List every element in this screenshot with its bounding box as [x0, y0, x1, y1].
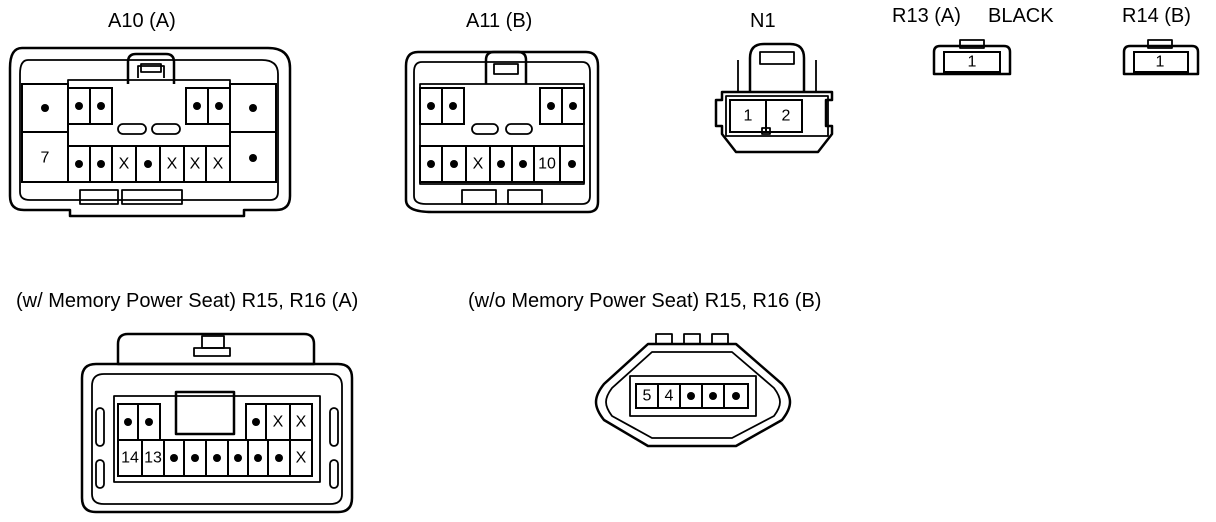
connector-a10: A10 (A) 7 X X X X	[8, 10, 292, 218]
connector-r15-r16-b: (w/o Memory Power Seat) R15, R16 (B) 5 4	[468, 290, 821, 448]
a10-pin-7: 7	[41, 150, 50, 167]
r15b-pin-4: 4	[665, 388, 674, 405]
r15a-pin-13: 13	[144, 450, 162, 467]
connector-n1-label: N1	[750, 10, 776, 32]
a11-unused-mark: X	[473, 156, 484, 173]
r15a-unused-mark: X	[296, 414, 307, 431]
connector-a11: A11 (B) X 10	[404, 10, 600, 214]
r13-pin-1: 1	[968, 54, 977, 71]
r14-pin-1: 1	[1156, 54, 1165, 71]
r15a-pin-14: 14	[121, 450, 139, 467]
connector-r14: R14 (B) 1	[1122, 5, 1200, 76]
connector-r14-label: R14 (B)	[1122, 5, 1191, 27]
connector-a11-label: A11 (B)	[466, 10, 532, 32]
a10-unused-mark: X	[167, 156, 178, 173]
connector-r15b-label: (w/o Memory Power Seat) R15, R16 (B)	[468, 290, 821, 312]
connector-a10-label: A10 (A)	[108, 10, 176, 32]
a10-unused-mark: X	[119, 156, 130, 173]
a10-unused-mark: X	[213, 156, 224, 173]
n1-pin-2: 2	[782, 108, 791, 125]
connector-r13-color-note: BLACK	[988, 5, 1054, 27]
connector-r15-r16-a: (w/ Memory Power Seat) R15, R16 (A) X X …	[16, 290, 358, 514]
n1-pin-1: 1	[744, 108, 753, 125]
connector-r13: R13 (A) BLACK 1	[892, 5, 1054, 76]
r15b-pin-5: 5	[643, 388, 652, 405]
a10-unused-mark: X	[190, 156, 201, 173]
r15a-unused-mark: X	[296, 450, 307, 467]
connector-r15a-label: (w/ Memory Power Seat) R15, R16 (A)	[16, 290, 358, 312]
r15a-unused-mark: X	[273, 414, 284, 431]
connector-r13-label: R13 (A)	[892, 5, 961, 27]
connector-n1: N1 1 2	[714, 10, 834, 154]
a11-pin-10: 10	[538, 156, 556, 173]
